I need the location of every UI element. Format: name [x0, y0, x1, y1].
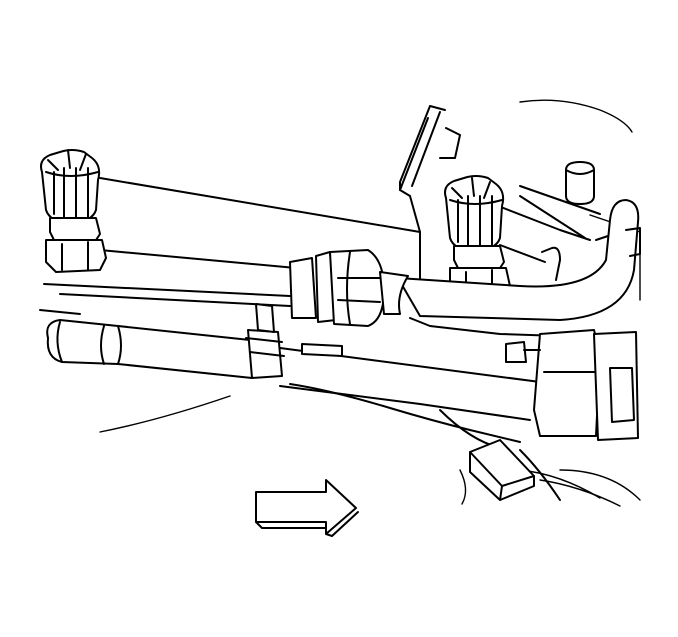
left-service-valve [40, 149, 107, 273]
hex-fitting-icon [289, 249, 385, 327]
direction-arrow [255, 479, 359, 537]
service-valve-cap-icon [40, 149, 101, 225]
line-clip [245, 303, 343, 379]
lower-hose [39, 283, 561, 421]
clip-icon [245, 303, 285, 379]
bracket-icon [505, 329, 639, 441]
arrow-right-icon [255, 479, 359, 537]
accumulator-outlet [397, 161, 641, 321]
lower-housing [99, 383, 641, 507]
service-valve-cap-icon [444, 175, 505, 253]
hose-icon [46, 319, 122, 365]
bracket-block [505, 329, 639, 441]
refrigerant-line-fitting [289, 249, 409, 327]
